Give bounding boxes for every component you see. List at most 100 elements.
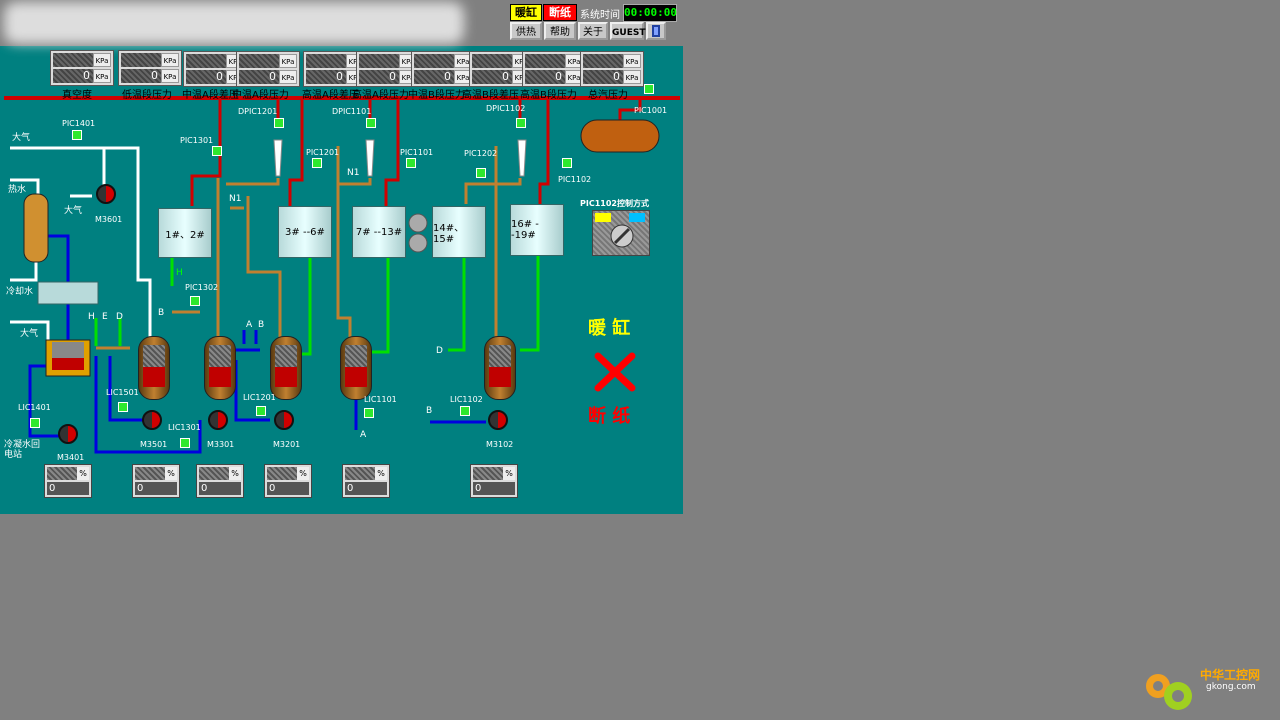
nav-heating-button[interactable]: 供热 <box>510 22 542 40</box>
motor-m3102-icon[interactable] <box>488 410 508 430</box>
separator-vessel-1102[interactable] <box>484 336 516 400</box>
motor-label: M3501 <box>140 440 168 449</box>
dryer-tank-7-13[interactable]: 7# --13# <box>352 206 406 258</box>
user-guest-button[interactable]: GUEST <box>610 22 645 40</box>
tank-label: 1#、2# <box>165 229 205 241</box>
valve-indicator[interactable] <box>406 158 416 168</box>
setpoint-field <box>345 467 375 480</box>
separator-vessel-1301[interactable] <box>204 336 236 400</box>
valve-output-box[interactable]: %0 <box>470 464 518 498</box>
motor-m3301-icon[interactable] <box>208 410 228 430</box>
gauge-value: 0 <box>186 70 226 84</box>
setpoint-value <box>472 54 512 68</box>
gauge-value: 0 <box>525 70 565 84</box>
manual-mode-indicator <box>595 213 611 222</box>
separator-vessel-1101[interactable] <box>340 336 372 400</box>
process-diagram <box>0 46 683 514</box>
n1-label: N1 <box>347 168 360 178</box>
setpoint-field <box>47 467 77 480</box>
valve-indicator[interactable] <box>118 402 128 412</box>
dryer-tank-16-19[interactable]: 16# --19# <box>510 204 564 256</box>
b-label: B <box>258 320 265 330</box>
tag-lic1102[interactable]: LIC1102 <box>450 395 483 404</box>
motor-label: M3102 <box>486 440 514 449</box>
motor-label: M3301 <box>207 440 235 449</box>
dryer-tank-3-6[interactable]: 3# --6# <box>278 206 332 258</box>
tag-dpic1101[interactable]: DPIC1101 <box>332 107 372 116</box>
control-mode-switch[interactable] <box>592 210 650 256</box>
b-label: B <box>158 308 165 318</box>
valve-output-box[interactable]: %0 <box>264 464 312 498</box>
valve-indicator[interactable] <box>644 84 654 94</box>
valve-indicator[interactable] <box>30 418 40 428</box>
gauge-value: 0 <box>53 69 93 83</box>
valve-indicator[interactable] <box>312 158 322 168</box>
tag-pic1302[interactable]: PIC1302 <box>185 283 219 292</box>
valve-indicator[interactable] <box>476 168 486 178</box>
gauge-value: 0 <box>472 70 512 84</box>
valve-output-box[interactable]: %0 <box>342 464 390 498</box>
motor-m3201-icon[interactable] <box>274 410 294 430</box>
exit-door-icon[interactable] <box>646 22 666 40</box>
valve-indicator[interactable] <box>562 158 572 168</box>
gauge-label: 真空度 <box>62 90 92 101</box>
break-status-label: 断 纸 <box>588 406 631 427</box>
valve-indicator[interactable] <box>460 406 470 416</box>
valve-indicator[interactable] <box>190 296 200 306</box>
nav-about-button[interactable]: 关于 <box>578 22 608 40</box>
tag-pic1202[interactable]: PIC1202 <box>464 149 498 158</box>
valve-indicator[interactable] <box>366 118 376 128</box>
valve-output-box[interactable]: %0 <box>44 464 92 498</box>
redacted-title <box>4 2 464 44</box>
unit-label: KPa <box>623 70 641 84</box>
gauge-label: 高温B段差压 <box>462 90 519 101</box>
gauge-value: 0 <box>583 70 623 84</box>
tag-pic1401[interactable]: PIC1401 <box>62 119 96 128</box>
valve-output-box[interactable]: %0 <box>196 464 244 498</box>
dryer-tank-14-15[interactable]: 14#、15# <box>432 206 486 258</box>
dryer-tank-1-2[interactable]: 1#、2# <box>158 208 212 258</box>
percent-unit: % <box>503 467 515 480</box>
atmosphere-label: 大气 <box>12 133 31 143</box>
separator-vessel-1201[interactable] <box>270 336 302 400</box>
setpoint-field <box>473 467 503 480</box>
separator-vessel-1501[interactable] <box>138 336 170 400</box>
tag-lic1101[interactable]: LIC1101 <box>364 395 397 404</box>
tank-label: 14#、15# <box>433 223 465 245</box>
valve-indicator[interactable] <box>516 118 526 128</box>
valve-indicator[interactable] <box>180 438 190 448</box>
tag-pic1201[interactable]: PIC1201 <box>306 148 340 157</box>
tag-lic1501[interactable]: LIC1501 <box>106 388 139 397</box>
tag-pic1301[interactable]: PIC1301 <box>180 136 214 145</box>
setpoint-field <box>267 467 297 480</box>
valve-indicator[interactable] <box>256 406 266 416</box>
gauge-label: 中温A段压力 <box>232 90 289 101</box>
tag-pic1001[interactable]: PIC1001 <box>634 106 668 115</box>
motor-m3601-icon[interactable] <box>96 184 116 204</box>
tag-lic1301[interactable]: LIC1301 <box>168 423 201 432</box>
motor-m3401-icon[interactable] <box>58 424 78 444</box>
tag-dpic1201[interactable]: DPIC1201 <box>238 107 278 116</box>
gkong-watermark-logo: 中华工控网 gkong.com <box>1138 660 1278 718</box>
valve-indicator[interactable] <box>212 146 222 156</box>
nav-help-button[interactable]: 帮助 <box>544 22 576 40</box>
setpoint-value <box>121 53 161 67</box>
valve-indicator[interactable] <box>72 130 82 140</box>
valve-indicator[interactable] <box>364 408 374 418</box>
tag-dpic1102[interactable]: DPIC1102 <box>486 104 526 113</box>
tag-pic1101[interactable]: PIC1101 <box>400 148 434 157</box>
valve-output-box[interactable]: %0 <box>132 464 180 498</box>
motor-m3501-icon[interactable] <box>142 410 162 430</box>
tag-pic1102[interactable]: PIC1102 <box>558 175 592 184</box>
unit-label: KPa <box>93 69 111 83</box>
tag-lic1401[interactable]: LIC1401 <box>18 403 51 412</box>
motor-label: M3601 <box>95 215 123 224</box>
valve-indicator[interactable] <box>274 118 284 128</box>
tag-lic1201[interactable]: LIC1201 <box>243 393 276 402</box>
